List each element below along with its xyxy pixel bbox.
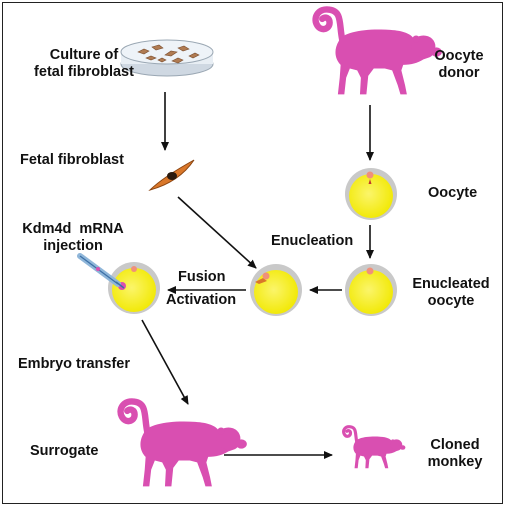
label-kdm4d-line2: injection <box>43 238 103 254</box>
oocyte-icon <box>345 168 397 220</box>
petri-dish-icon <box>120 39 214 77</box>
label-culture-line2: fetal fibroblast <box>34 64 134 80</box>
fetal-fibroblast-cell-icon <box>148 159 195 191</box>
label-cloned-monkey: Cloned monkey <box>420 437 490 471</box>
label-fetal-fibroblast: Fetal fibroblast <box>20 152 124 168</box>
oocyte-donor-monkey-icon <box>316 9 442 94</box>
label-oocyte-donor-line2: donor <box>438 65 480 81</box>
label-fusion: Fusion <box>178 269 226 285</box>
arrow-embryo-to-surrogate <box>141 319 189 405</box>
label-culture-of-fetal-fibroblast: Culture of fetal fibroblast <box>24 47 144 81</box>
label-surrogate: Surrogate <box>30 443 99 459</box>
label-enucleated-oocyte: Enucleated oocyte <box>405 276 497 310</box>
label-oocyte-donor-line1: Oocyte <box>434 48 484 64</box>
label-cloned-line2: monkey <box>427 454 483 470</box>
label-enucleated-line2: oocyte <box>427 293 475 309</box>
enucleated-oocyte-icon <box>345 264 397 316</box>
injected-embryo-icon <box>108 262 160 314</box>
injection-pipette-icon <box>77 253 125 289</box>
label-embryo-transfer: Embryo transfer <box>18 356 131 372</box>
label-culture-line1: Culture of <box>49 47 119 63</box>
label-activation: Activation <box>166 292 237 308</box>
label-enucleated-line1: Enucleated <box>412 276 490 292</box>
label-kdm4d-line1: Kdm4d mRNA <box>22 221 124 237</box>
cloned-monkey-icon <box>342 425 407 470</box>
arrow-fibroblast-to-fused <box>177 196 257 269</box>
fused-oocyte-icon <box>250 264 302 316</box>
label-cloned-line1: Cloned <box>430 437 480 453</box>
label-kdm4d-injection: Kdm4d mRNA injection <box>10 221 136 255</box>
label-oocyte-donor: Oocyte donor <box>428 48 490 82</box>
label-oocyte: Oocyte <box>428 185 478 201</box>
surrogate-monkey-icon <box>121 401 247 486</box>
label-enucleation: Enucleation <box>271 233 354 249</box>
figure-border <box>2 2 503 504</box>
